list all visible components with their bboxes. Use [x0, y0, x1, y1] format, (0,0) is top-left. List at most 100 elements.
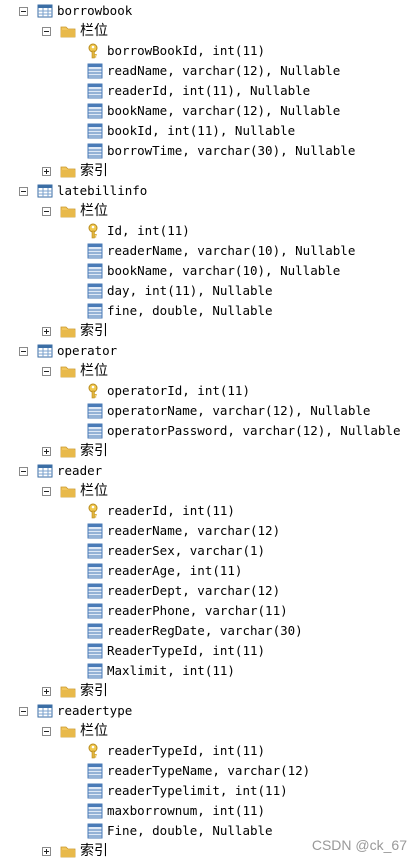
- column-label: operatorName, varchar(12), Nullable: [107, 403, 371, 418]
- column-icon: [87, 663, 103, 679]
- column-item[interactable]: bookId, int(11), Nullable: [87, 121, 295, 141]
- columns-folder-label: 栏位: [80, 23, 108, 39]
- column-item[interactable]: borrowBookId, int(11): [87, 41, 265, 61]
- minus-toggle-icon[interactable]: [19, 466, 28, 476]
- primary-key-icon: [87, 503, 103, 519]
- column-item[interactable]: operatorName, varchar(12), Nullable: [87, 401, 370, 421]
- columns-folder[interactable]: 栏位: [42, 481, 108, 501]
- minus-toggle-icon[interactable]: [42, 206, 51, 216]
- column-item[interactable]: readName, varchar(12), Nullable: [87, 61, 340, 81]
- column-item[interactable]: fine, double, Nullable: [87, 301, 273, 321]
- index-folder[interactable]: 索引: [42, 161, 108, 181]
- primary-key-icon: [87, 223, 103, 239]
- minus-toggle-icon[interactable]: [19, 706, 28, 716]
- column-label: fine, double, Nullable: [107, 303, 273, 318]
- column-icon: [87, 103, 103, 119]
- column-item[interactable]: bookName, varchar(10), Nullable: [87, 261, 340, 281]
- table-node-reader[interactable]: reader: [19, 461, 102, 481]
- folder-icon: [60, 443, 76, 459]
- table-icon: [37, 343, 53, 359]
- table-node-borrowbook[interactable]: borrowbook: [19, 1, 132, 21]
- folder-icon: [60, 163, 76, 179]
- column-item[interactable]: readerTypelimit, int(11): [87, 781, 288, 801]
- column-label: readerId, int(11), Nullable: [107, 83, 311, 98]
- minus-toggle-icon[interactable]: [19, 6, 28, 16]
- columns-folder-label: 栏位: [80, 203, 108, 219]
- column-item[interactable]: readerAge, int(11): [87, 561, 242, 581]
- column-icon: [87, 143, 103, 159]
- plus-toggle-icon[interactable]: [42, 446, 51, 456]
- columns-folder[interactable]: 栏位: [42, 361, 108, 381]
- column-item[interactable]: Id, int(11): [87, 221, 190, 241]
- index-folder[interactable]: 索引: [42, 841, 108, 861]
- table-node-readertype[interactable]: readertype: [19, 701, 132, 721]
- column-label: ReaderTypeId, int(11): [107, 643, 266, 658]
- index-folder[interactable]: 索引: [42, 321, 108, 341]
- column-item[interactable]: operatorPassword, varchar(12), Nullable: [87, 421, 401, 441]
- column-icon: [87, 643, 103, 659]
- column-item[interactable]: readerTypeName, varchar(12): [87, 761, 310, 781]
- folder-icon: [60, 723, 76, 739]
- columns-folder[interactable]: 栏位: [42, 721, 108, 741]
- plus-toggle-icon[interactable]: [42, 686, 51, 696]
- column-icon: [87, 523, 103, 539]
- minus-toggle-icon[interactable]: [19, 186, 28, 196]
- column-item[interactable]: readerRegDate, varchar(30): [87, 621, 303, 641]
- index-folder[interactable]: 索引: [42, 441, 108, 461]
- column-item[interactable]: bookName, varchar(12), Nullable: [87, 101, 340, 121]
- folder-icon: [60, 363, 76, 379]
- minus-toggle-icon[interactable]: [19, 346, 28, 356]
- columns-folder-label: 栏位: [80, 363, 108, 379]
- column-label: readerName, varchar(12): [107, 523, 281, 538]
- folder-icon: [60, 203, 76, 219]
- table-node-operator[interactable]: operator: [19, 341, 117, 361]
- column-item[interactable]: readerName, varchar(12): [87, 521, 280, 541]
- column-icon: [87, 303, 103, 319]
- column-item[interactable]: Fine, double, Nullable: [87, 821, 273, 841]
- table-icon: [37, 463, 53, 479]
- column-label: readerDept, varchar(12): [107, 583, 281, 598]
- plus-toggle-icon[interactable]: [42, 326, 51, 336]
- column-item[interactable]: readerPhone, varchar(11): [87, 601, 288, 621]
- column-icon: [87, 403, 103, 419]
- column-item[interactable]: borrowTime, varchar(30), Nullable: [87, 141, 355, 161]
- column-item[interactable]: ReaderTypeId, int(11): [87, 641, 265, 661]
- plus-toggle-icon[interactable]: [42, 846, 51, 856]
- index-folder[interactable]: 索引: [42, 681, 108, 701]
- column-label: readerTypelimit, int(11): [107, 783, 288, 798]
- column-item[interactable]: maxborrownum, int(11): [87, 801, 265, 821]
- minus-toggle-icon[interactable]: [42, 486, 51, 496]
- minus-toggle-icon[interactable]: [42, 726, 51, 736]
- column-label: readerAge, int(11): [107, 563, 243, 578]
- column-item[interactable]: readerDept, varchar(12): [87, 581, 280, 601]
- watermark: CSDN @ck_67: [311, 837, 407, 853]
- column-label: borrowBookId, int(11): [107, 43, 266, 58]
- column-item[interactable]: readerId, int(11), Nullable: [87, 81, 310, 101]
- table-node-latebillinfo[interactable]: latebillinfo: [19, 181, 147, 201]
- column-item[interactable]: Maxlimit, int(11): [87, 661, 235, 681]
- column-icon: [87, 823, 103, 839]
- column-item[interactable]: readerName, varchar(10), Nullable: [87, 241, 355, 261]
- index-folder-label: 索引: [80, 323, 108, 339]
- table-icon: [37, 703, 53, 719]
- folder-icon: [60, 23, 76, 39]
- column-label: Maxlimit, int(11): [107, 663, 235, 678]
- column-item[interactable]: operatorId, int(11): [87, 381, 250, 401]
- column-label: readerTypeId, int(11): [107, 743, 266, 758]
- minus-toggle-icon[interactable]: [42, 366, 51, 376]
- table-name: borrowbook: [57, 3, 133, 18]
- table-name: latebillinfo: [57, 183, 148, 198]
- plus-toggle-icon[interactable]: [42, 166, 51, 176]
- column-icon: [87, 563, 103, 579]
- columns-folder[interactable]: 栏位: [42, 201, 108, 221]
- column-item[interactable]: day, int(11), Nullable: [87, 281, 273, 301]
- column-label: maxborrownum, int(11): [107, 803, 266, 818]
- column-icon: [87, 263, 103, 279]
- minus-toggle-icon[interactable]: [42, 26, 51, 36]
- column-item[interactable]: readerTypeId, int(11): [87, 741, 265, 761]
- column-icon: [87, 763, 103, 779]
- column-item[interactable]: readerId, int(11): [87, 501, 235, 521]
- column-icon: [87, 283, 103, 299]
- columns-folder[interactable]: 栏位: [42, 21, 108, 41]
- column-item[interactable]: readerSex, varchar(1): [87, 541, 265, 561]
